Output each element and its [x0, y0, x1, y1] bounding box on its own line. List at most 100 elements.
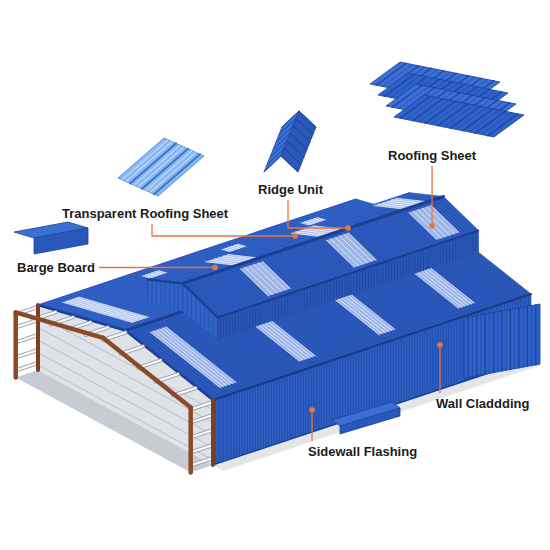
corrugation-line: [150, 152, 196, 192]
wall-rib: [459, 318, 460, 383]
leader-dot: [212, 265, 218, 271]
corrugation-line: [142, 149, 188, 189]
girt: [16, 335, 38, 342]
ridge-rib: [284, 149, 301, 165]
corrugation-line: [469, 110, 499, 132]
wall-rib: [345, 275, 346, 297]
wall-rib: [324, 363, 325, 428]
wall-rib: [296, 291, 297, 313]
girt: [16, 320, 38, 327]
wall-rib: [209, 309, 210, 332]
wall-rib: [215, 399, 216, 464]
wall-rib: [390, 341, 391, 406]
wall-rib: [420, 250, 421, 272]
corrugation-line: [484, 314, 485, 374]
wall-rib: [269, 300, 270, 322]
wall-rib: [305, 369, 306, 434]
corrugation-line: [396, 198, 424, 201]
wall-rib: [242, 390, 243, 455]
wall-rib: [423, 249, 424, 271]
wall-rib: [268, 381, 269, 446]
wall-rib: [382, 262, 383, 284]
wall-rib: [443, 242, 444, 264]
girt: [191, 415, 213, 422]
wall-rib: [455, 238, 456, 260]
corrugation-line: [409, 193, 444, 197]
wall-rib: [276, 379, 277, 444]
wall-rib: [217, 317, 218, 339]
corrugation-line: [240, 269, 268, 296]
transparent-sheet-icon: [118, 138, 204, 196]
transparent-sheet-band: [205, 254, 255, 265]
corrugation-line: [75, 298, 145, 318]
wall-rib: [165, 281, 166, 306]
ridge-rib: [293, 126, 310, 142]
corrugation-line: [326, 240, 354, 267]
wall-rib: [391, 260, 392, 282]
wall-rib: [340, 358, 341, 423]
wall-rib: [394, 259, 395, 281]
wall-rib: [324, 282, 325, 304]
wall-rib: [322, 283, 323, 305]
wall-rib: [334, 359, 335, 424]
corrugation-line: [254, 264, 282, 291]
wall-rib: [393, 340, 394, 405]
wall-rib: [469, 233, 470, 255]
wall-rib: [342, 357, 343, 422]
wall-rib: [195, 296, 196, 322]
wall-rib: [432, 246, 433, 268]
corrugation-line: [518, 308, 519, 368]
steel-rafter: [16, 312, 104, 338]
wall-rib: [244, 389, 245, 454]
girt: [16, 350, 38, 357]
wall-rib: [281, 377, 282, 442]
wall-rib: [461, 236, 462, 258]
wall-rib: [191, 292, 192, 319]
wall-rib: [406, 255, 407, 277]
wall-rib: [419, 331, 420, 396]
wall-rib: [261, 303, 262, 325]
wall-rib: [284, 376, 285, 441]
leader-line: [99, 267, 215, 268]
wall-rib: [374, 346, 375, 411]
barge-trim: [183, 283, 218, 317]
leader-dot: [437, 342, 443, 348]
transparent-sheet-band: [409, 205, 459, 240]
wall-rib: [356, 352, 357, 417]
wall-rib: [273, 380, 274, 445]
transparent-sheet-band: [374, 198, 424, 209]
wall-rib: [403, 336, 404, 401]
ridge-rib: [281, 156, 298, 172]
wall-rib: [329, 361, 330, 426]
corrugation-line: [457, 108, 487, 130]
corrugation-line: [348, 233, 376, 260]
wall-rib: [401, 337, 402, 402]
corrugation-line: [72, 299, 142, 319]
corrugation-line: [413, 211, 441, 238]
corrugation-line: [157, 330, 227, 386]
wall-rib: [290, 293, 291, 315]
barge-board-icon: [34, 228, 88, 254]
wall-rib: [372, 347, 373, 412]
leader-line: [439, 345, 440, 393]
wall-rib: [443, 323, 444, 388]
wall-rib: [382, 344, 383, 409]
corrugation-line: [497, 312, 498, 372]
corrugation-line: [126, 142, 172, 182]
wall-rib: [255, 305, 256, 327]
wall-rib: [293, 292, 294, 314]
corrugation-line: [278, 252, 313, 286]
corrugation-line: [489, 313, 490, 373]
wall-rib: [301, 289, 302, 311]
wall-rib: [417, 332, 418, 397]
wall-rib: [342, 276, 343, 298]
wall-rib: [446, 322, 447, 387]
corrugation-line: [130, 143, 176, 183]
wall-rib: [239, 391, 240, 456]
part-label: Roofing Sheet: [388, 148, 476, 163]
wall-rib: [397, 258, 398, 280]
corrugation-line: [472, 316, 473, 376]
wall-rib: [432, 327, 433, 392]
wall-rib: [388, 260, 389, 282]
